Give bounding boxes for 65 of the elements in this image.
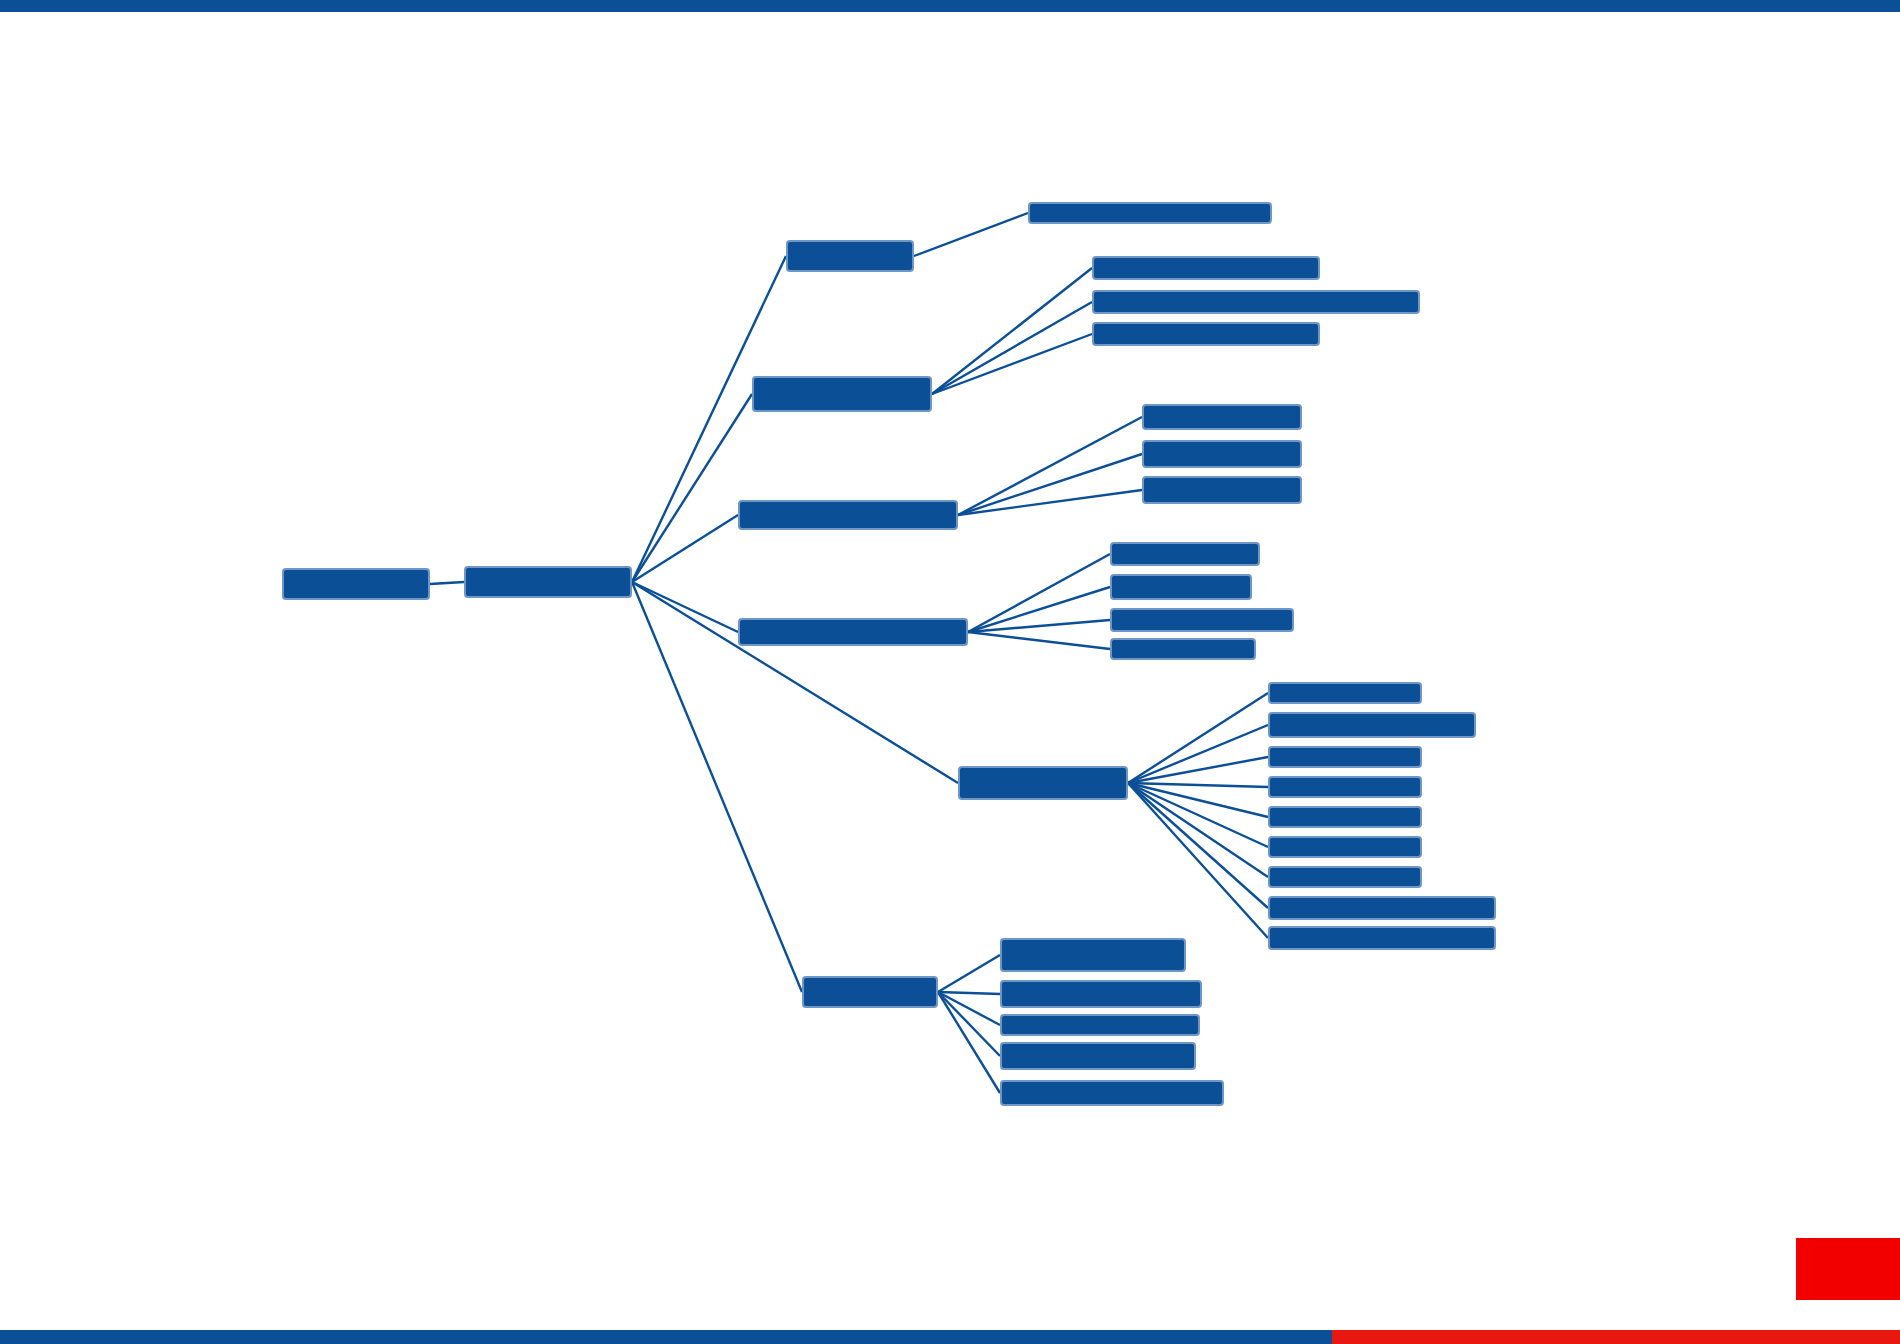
tree-box — [1268, 836, 1422, 858]
tree-box — [1110, 608, 1294, 632]
connector-line — [967, 552, 1111, 634]
tree-box — [1110, 542, 1260, 566]
tree-box — [1000, 1080, 1224, 1106]
connector-line — [937, 990, 1001, 1027]
connector-line — [1127, 755, 1269, 785]
tree-box — [738, 500, 958, 530]
connector-line — [931, 267, 1093, 395]
connector-line — [967, 585, 1111, 634]
tree-box — [1268, 682, 1422, 704]
connector-line — [1127, 781, 1269, 789]
tree-box — [1000, 980, 1202, 1008]
tree-box — [1268, 806, 1422, 828]
connector-line — [931, 300, 1093, 396]
connector-line — [630, 255, 788, 583]
tree-box — [1000, 1042, 1196, 1070]
connector-line — [1127, 723, 1269, 785]
connector-line — [957, 488, 1143, 517]
connector-line — [1127, 781, 1269, 849]
tree-box — [1142, 476, 1302, 504]
connector-line — [913, 211, 1029, 258]
connector-line — [1127, 782, 1269, 878]
tree-box — [1268, 776, 1422, 798]
tree-box — [1000, 1014, 1200, 1036]
tree-box — [1268, 926, 1496, 950]
connector-line — [1127, 692, 1269, 784]
connector-line — [429, 580, 465, 586]
tree-box — [1268, 746, 1422, 768]
connector-line — [1127, 782, 1269, 939]
connector-line — [631, 514, 739, 583]
connector-line — [957, 415, 1143, 517]
connector-line — [1127, 782, 1269, 909]
tree-box — [1142, 440, 1302, 468]
connector-line — [967, 630, 1111, 651]
connector-line — [936, 991, 1002, 1094]
connector-line — [631, 393, 753, 583]
tree-box — [738, 618, 968, 646]
connector-line — [937, 990, 1001, 996]
tree-box — [958, 766, 1128, 800]
connector-line — [937, 991, 1001, 1057]
tree-box — [1000, 938, 1186, 972]
tree-box — [1092, 322, 1320, 346]
tree-box — [1142, 404, 1302, 430]
tree-box — [1028, 202, 1272, 224]
tree-box — [1268, 712, 1476, 738]
connector-line — [937, 953, 1001, 994]
tree-box — [1092, 256, 1320, 280]
tree-box — [1268, 866, 1422, 888]
connector-line — [1127, 781, 1269, 819]
tree-box — [786, 240, 914, 272]
tree-box — [464, 566, 632, 598]
tree-box — [282, 568, 430, 600]
tree-box — [752, 376, 932, 412]
connector-line — [957, 452, 1143, 517]
connector-line — [631, 580, 959, 785]
tree-box — [1268, 896, 1496, 920]
connector-line — [931, 332, 1093, 396]
tree-box — [1110, 638, 1256, 660]
connector-line — [967, 618, 1111, 634]
connector-line — [631, 580, 739, 634]
tree-box — [1092, 290, 1420, 314]
tree-box — [1110, 574, 1252, 600]
connector-line — [630, 581, 804, 993]
tree-box — [802, 976, 938, 1008]
